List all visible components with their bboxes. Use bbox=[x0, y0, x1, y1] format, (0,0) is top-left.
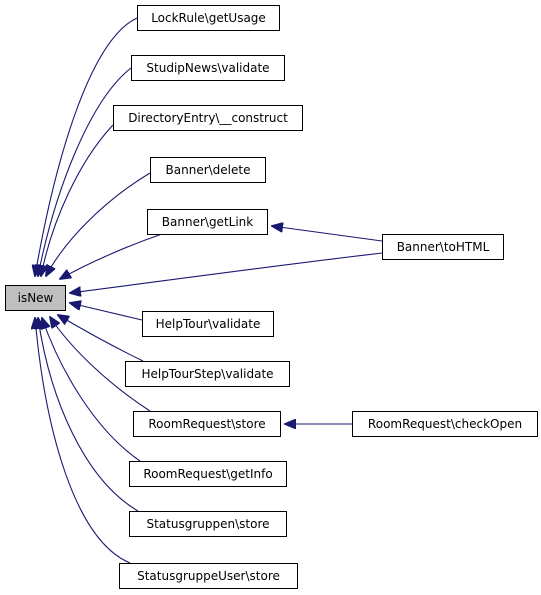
node-box bbox=[382, 234, 504, 260]
node-box bbox=[142, 311, 274, 337]
node-label: Statusgruppen\store bbox=[146, 517, 269, 531]
edge-lockrule-to-isNew bbox=[35, 17, 138, 276]
node-direntry[interactable]: DirectoryEntry\__construct bbox=[113, 105, 303, 131]
edge-bannergetlink-to-isNew bbox=[60, 233, 163, 279]
node-label: RoomRequest\getInfo bbox=[143, 467, 272, 481]
node-label: RoomRequest\store bbox=[148, 417, 265, 431]
node-label: StudipNews\validate bbox=[146, 61, 269, 75]
edge-studipnews-to-isNew bbox=[38, 67, 132, 276]
node-box bbox=[137, 5, 280, 31]
node-box bbox=[5, 285, 66, 311]
node-isNew[interactable]: isNew bbox=[5, 285, 66, 311]
node-box bbox=[129, 511, 287, 537]
edge-roomstore-to-isNew bbox=[50, 317, 151, 412]
node-helptour[interactable]: HelpTour\validate bbox=[142, 311, 274, 337]
node-bannergetlink[interactable]: Banner\getLink bbox=[147, 209, 268, 235]
node-box bbox=[113, 105, 303, 131]
edge-direntry-to-isNew bbox=[41, 124, 114, 276]
edge-helptour-to-isNew bbox=[70, 303, 143, 321]
node-label: Banner\delete bbox=[166, 163, 251, 177]
node-box bbox=[131, 55, 285, 81]
nodes: isNew LockRule\getUsageStudipNews\validat… bbox=[5, 5, 538, 589]
node-label: DirectoryEntry\__construct bbox=[128, 111, 288, 125]
node-helptourstep[interactable]: HelpTourStep\validate bbox=[125, 361, 290, 387]
edge-helptourstep-to-isNew bbox=[58, 315, 144, 362]
node-lockrule[interactable]: LockRule\getUsage bbox=[137, 5, 280, 31]
edge-roomgetinfo-to-isNew bbox=[42, 318, 141, 462]
edge-bannertohtml-to-bannergetlink bbox=[272, 226, 383, 242]
node-label: StatusgruppeUser\store bbox=[137, 569, 280, 583]
node-bannerdelete[interactable]: Banner\delete bbox=[150, 157, 266, 183]
edge-bannertohtml-to-isNew bbox=[70, 252, 383, 293]
node-studipnews[interactable]: StudipNews\validate bbox=[131, 55, 285, 81]
node-bannertohtml[interactable]: Banner\toHTML bbox=[382, 234, 504, 260]
edges bbox=[35, 17, 383, 564]
edge-statusgruppeuser-to-isNew bbox=[35, 318, 131, 564]
node-label: HelpTour\validate bbox=[156, 317, 261, 331]
node-roomgetinfo[interactable]: RoomRequest\getInfo bbox=[129, 461, 287, 487]
node-label: HelpTourStep\validate bbox=[141, 367, 273, 381]
node-roomcheckopen[interactable]: RoomRequest\checkOpen bbox=[352, 411, 538, 437]
node-box bbox=[352, 411, 538, 437]
node-statusgruppeuser[interactable]: StatusgruppeUser\store bbox=[119, 563, 298, 589]
node-box bbox=[129, 461, 287, 487]
node-label: Banner\getLink bbox=[162, 215, 253, 229]
edge-bannerdelete-to-isNew bbox=[46, 172, 151, 276]
node-box bbox=[119, 563, 298, 589]
node-label: Banner\toHTML bbox=[397, 240, 490, 254]
node-label: RoomRequest\checkOpen bbox=[368, 417, 522, 431]
node-box bbox=[133, 411, 281, 437]
node-box bbox=[125, 361, 290, 387]
node-box bbox=[150, 157, 266, 183]
node-roomstore[interactable]: RoomRequest\store bbox=[133, 411, 281, 437]
node-box bbox=[147, 209, 268, 235]
node-statusgruppen[interactable]: Statusgruppen\store bbox=[129, 511, 287, 537]
node-label: LockRule\getUsage bbox=[151, 11, 266, 25]
edge-statusgruppen-to-isNew bbox=[38, 318, 139, 512]
node-label: isNew bbox=[18, 291, 54, 305]
